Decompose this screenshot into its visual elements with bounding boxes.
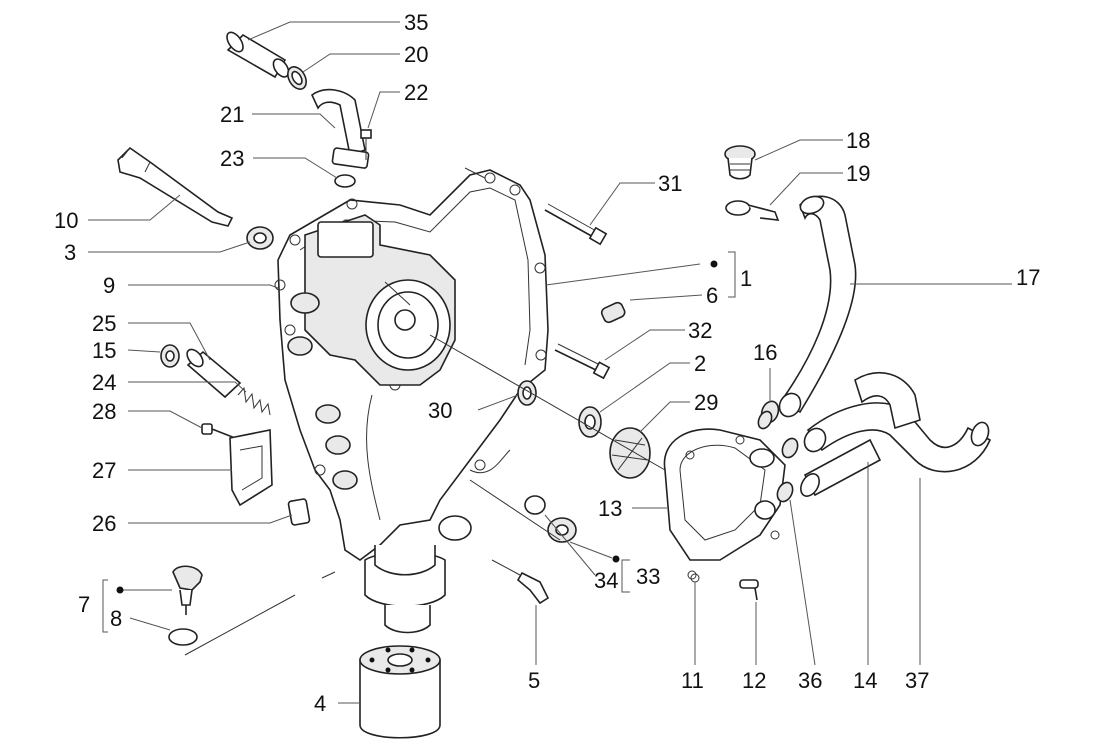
callout-31: 31 xyxy=(658,171,682,196)
part-5-sensor xyxy=(516,571,550,605)
callout-9: 9 xyxy=(103,273,115,298)
part-13-pump-cover xyxy=(663,428,786,580)
part-14-hose xyxy=(800,371,921,497)
callout-28: 28 xyxy=(92,399,116,424)
callout-1: 1 xyxy=(740,266,752,291)
callout-36: 36 xyxy=(798,668,822,693)
part-17-hose xyxy=(778,195,857,418)
callout-34: 34 xyxy=(594,568,618,593)
part-30-seal xyxy=(517,380,537,406)
part-37-hose xyxy=(803,402,992,473)
callout-26: 26 xyxy=(92,511,116,536)
part-26-gasket xyxy=(287,498,311,526)
callout-25: 25 xyxy=(92,311,116,336)
part-12-screw xyxy=(739,579,759,601)
crankcase-cover xyxy=(274,169,549,634)
callout-12: 12 xyxy=(742,668,766,693)
callout-21: 21 xyxy=(220,102,244,127)
callout-37: 37 xyxy=(905,668,929,693)
callout-32: 32 xyxy=(688,318,712,343)
part-4-oil-filter xyxy=(359,645,441,739)
callout-22: 22 xyxy=(404,80,428,105)
part-28-screw xyxy=(201,423,236,439)
callout-29: 29 xyxy=(694,390,718,415)
callout-17: 17 xyxy=(1016,265,1040,290)
part-25-sleeve xyxy=(186,348,242,399)
part-15-seal xyxy=(160,344,180,368)
callout-35: 35 xyxy=(404,10,428,35)
callout-33: 33 xyxy=(636,564,660,589)
part-6-dowel xyxy=(600,301,626,324)
callout-20: 20 xyxy=(404,42,428,67)
callout-4: 4 xyxy=(314,691,326,716)
part-36-clamps xyxy=(757,410,799,503)
part-22-screw xyxy=(360,129,372,160)
callout-18: 18 xyxy=(846,128,870,153)
callout-16: 16 xyxy=(753,340,777,365)
part-35-tube xyxy=(226,31,290,79)
part-33-plug xyxy=(547,517,577,543)
callout-19: 19 xyxy=(846,161,870,186)
part-10-shaft xyxy=(117,146,234,227)
callout-2: 2 xyxy=(694,351,706,376)
callout-8: 8 xyxy=(110,606,122,631)
part-31-bolt xyxy=(544,203,608,246)
part-7-dipstick xyxy=(172,565,203,615)
callout-30: 30 xyxy=(428,398,452,423)
callout-15: 15 xyxy=(92,338,116,363)
callout-23: 23 xyxy=(220,146,244,171)
part-8-oring xyxy=(168,628,198,646)
part-20-clamp xyxy=(287,66,307,90)
callout-5: 5 xyxy=(528,668,540,693)
callout-11: 11 xyxy=(681,668,704,693)
part-34-oring xyxy=(524,495,546,515)
assembly-lines xyxy=(184,167,666,656)
part-18-cap xyxy=(724,145,756,180)
part-3-washer xyxy=(246,226,274,250)
callout-14: 14 xyxy=(853,668,877,693)
callout-3: 3 xyxy=(64,240,76,265)
part-21-elbow-pipe xyxy=(311,88,370,169)
leader-lines xyxy=(88,21,1012,704)
callout-10: 10 xyxy=(54,208,78,233)
callout-7: 7 xyxy=(78,592,90,617)
callout-6: 6 xyxy=(706,283,718,308)
part-27-bracket xyxy=(229,429,273,507)
part-29-impeller xyxy=(609,427,651,479)
part-24-spring xyxy=(237,386,271,416)
callout-27: 27 xyxy=(92,458,116,483)
callout-labels: 35 20 22 21 23 10 3 9 25 15 24 28 27 26 … xyxy=(54,10,1040,716)
callout-24: 24 xyxy=(92,370,116,395)
callout-13: 13 xyxy=(598,496,622,521)
part-19-clip xyxy=(725,200,780,221)
part-23-oring xyxy=(334,174,356,188)
part-32-bolt xyxy=(554,343,611,380)
